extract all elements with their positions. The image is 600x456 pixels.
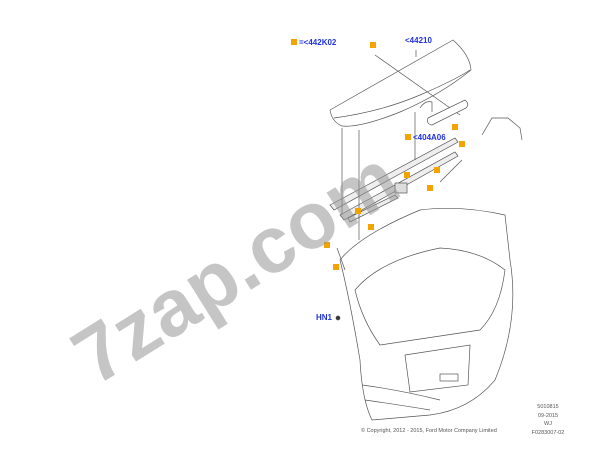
footer-line: F0283007-02 (531, 429, 565, 436)
molding-label[interactable]: <404A06 (405, 133, 446, 142)
marker-group (324, 42, 465, 270)
spoiler-label[interactable]: <44210 (405, 36, 432, 45)
legend-label[interactable]: =<442K02 (291, 38, 336, 47)
footer-line: 09-2015 (537, 412, 559, 419)
marker-icon (291, 39, 297, 45)
footer-line: 5010815 (537, 404, 559, 410)
drawing-info: 5010815 09-2015 WJ F0283007-02 (528, 403, 568, 437)
footer-line: WJ (544, 421, 552, 427)
molding-part-upper[interactable] (329, 137, 459, 211)
brake-light-part[interactable] (427, 99, 469, 126)
spoiler-part[interactable] (329, 39, 472, 127)
legend-text: =<442K02 (299, 38, 337, 47)
molding-text: <404A06 (413, 133, 446, 142)
bolt-label[interactable]: HN1 (316, 313, 333, 322)
liftgate-part[interactable] (339, 208, 514, 421)
copyright: © Copyright, 2012 - 2015, Ford Motor Com… (361, 428, 497, 434)
marker-icon (405, 134, 411, 140)
